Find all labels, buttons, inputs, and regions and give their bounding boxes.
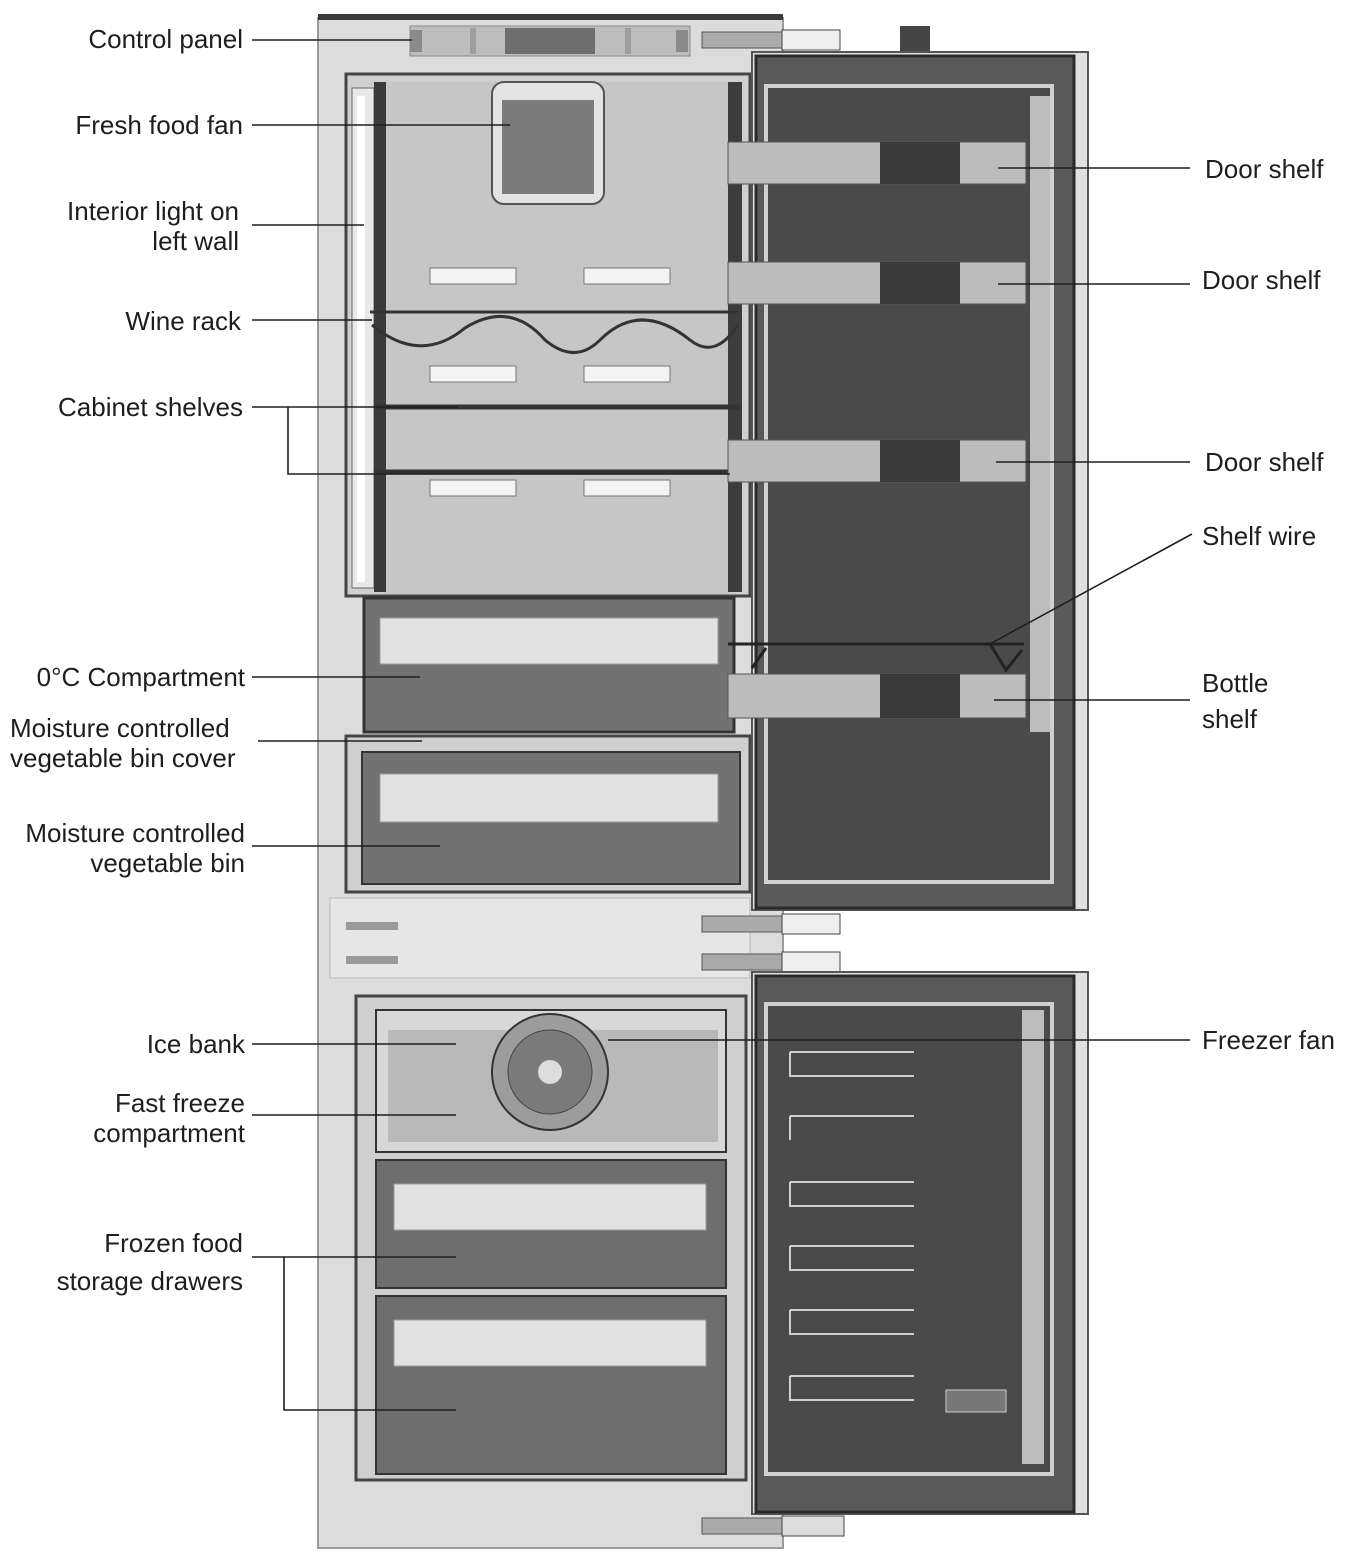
label-frozen-line1: Frozen food <box>57 1224 243 1262</box>
label-bin: Moisture controlled vegetable bin <box>25 818 245 878</box>
label-interior-light: Interior light on left wall <box>67 196 239 256</box>
label-freezer-fan: Freezer fan <box>1202 1025 1335 1055</box>
label-frozen-drawers: Frozen food storage drawers <box>57 1224 243 1300</box>
label-interior-light-line2: left wall <box>67 226 239 256</box>
label-bin-cover-line2: vegetable bin cover <box>10 743 235 773</box>
vegetable-bin-graphic <box>346 736 750 892</box>
label-bottle-shelf: Bottle shelf <box>1202 665 1269 737</box>
label-bin-cover: Moisture controlled vegetable bin cover <box>10 713 235 773</box>
label-zero-compartment: 0°C Compartment <box>37 662 245 692</box>
label-ice-bank: Ice bank <box>147 1029 245 1059</box>
label-door-shelf-2: Door shelf <box>1202 265 1321 295</box>
label-frozen-line2: storage drawers <box>57 1262 243 1300</box>
label-bottle-line1: Bottle <box>1202 665 1269 701</box>
label-cabinet-shelves: Cabinet shelves <box>58 392 243 422</box>
label-shelf-wire: Shelf wire <box>1202 521 1316 551</box>
label-bin-cover-line1: Moisture controlled <box>10 713 235 743</box>
label-bin-line1: Moisture controlled <box>25 818 245 848</box>
label-control-panel: Control panel <box>88 24 243 54</box>
fresh-food-interior <box>346 74 750 732</box>
label-door-shelf-3: Door shelf <box>1205 447 1324 477</box>
label-fast-freeze-line2: compartment <box>93 1118 245 1148</box>
label-interior-light-line1: Interior light on <box>67 196 239 226</box>
freezer-door <box>752 972 1088 1514</box>
label-fresh-food-fan: Fresh food fan <box>75 110 243 140</box>
label-wine-rack: Wine rack <box>125 306 241 336</box>
control-panel-graphic <box>410 26 690 56</box>
label-door-shelf-1: Door shelf <box>1205 154 1324 184</box>
fresh-food-door <box>728 52 1088 910</box>
label-fast-freeze: Fast freeze compartment <box>93 1088 245 1148</box>
label-fast-freeze-line1: Fast freeze <box>93 1088 245 1118</box>
label-bottle-line2: shelf <box>1202 701 1269 737</box>
middle-divider <box>330 898 750 978</box>
label-bin-line2: vegetable bin <box>25 848 245 878</box>
freezer-interior <box>356 996 746 1480</box>
